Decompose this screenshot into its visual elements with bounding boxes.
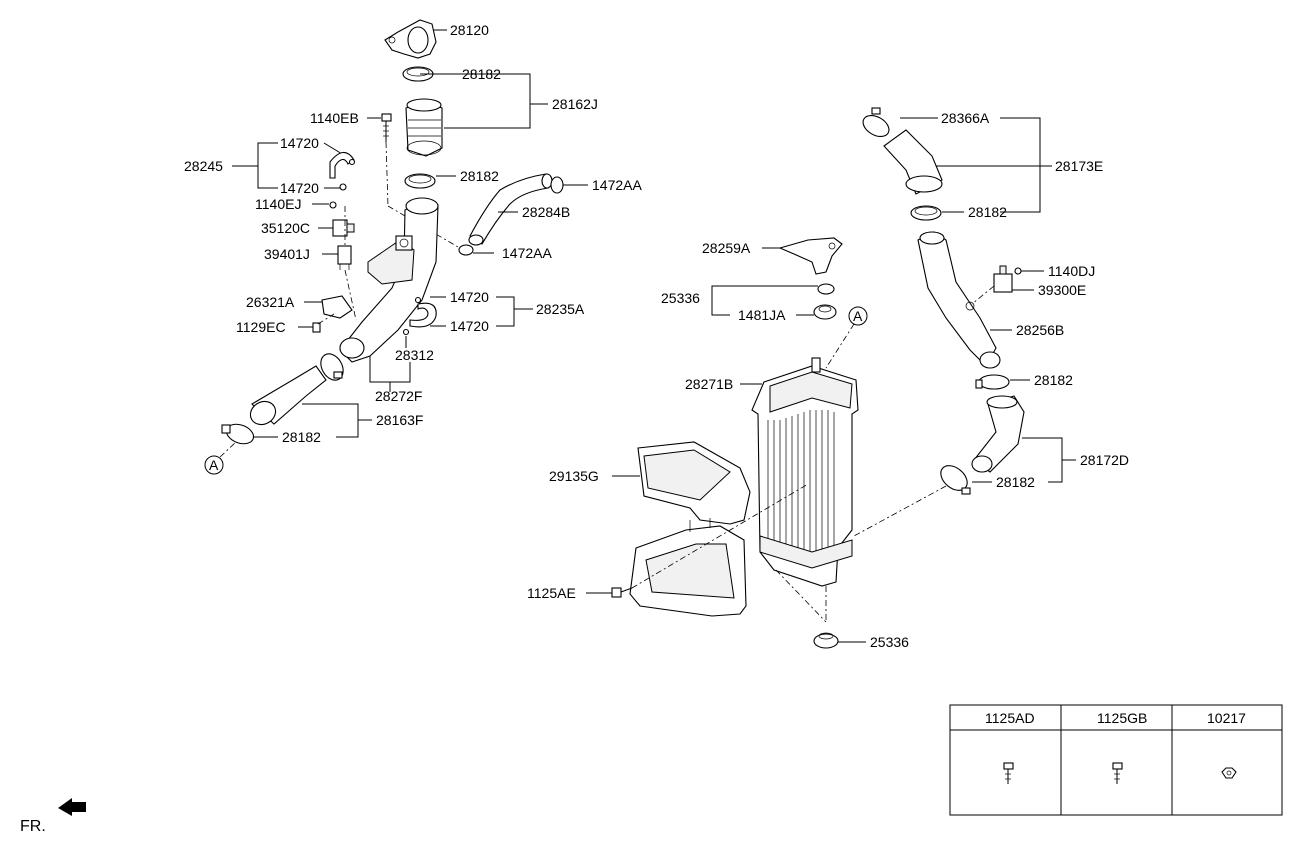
part-14720-small-hose[interactable] (329, 151, 356, 191)
front-direction-marker: FR. (20, 798, 86, 835)
part-1140EB-bolt[interactable] (381, 113, 392, 142)
ref-circle-A-left (204, 455, 224, 475)
label-28284B: 28284B (522, 204, 570, 220)
part-1140EJ-screw[interactable] (329, 201, 337, 209)
label-1140EJ: 1140EJ (255, 196, 301, 212)
label-1140EB: 1140EB (310, 110, 359, 126)
part-28366A-clamp[interactable] (859, 107, 892, 141)
ref-circle-A-right (848, 306, 868, 326)
label-35120C: 35120C (261, 220, 310, 236)
part-1129EC-bolt[interactable] (312, 322, 321, 333)
label-28245: 28245 (184, 158, 223, 174)
label-28173E: 28173E (1055, 158, 1103, 174)
legend-header-10217: 10217 (1207, 710, 1246, 726)
part-39300E-sensor[interactable] (993, 265, 1013, 293)
part-labels: 28120 28182 28162J 1140EB 14720 28245 14… (184, 22, 1129, 650)
part-25336-grommet-top[interactable] (817, 283, 835, 295)
label-28162J: 28162J (552, 96, 598, 112)
part-28312-hose[interactable] (402, 296, 437, 336)
label-28182-mid: 28182 (460, 168, 499, 184)
part-25336-grommet-bottom[interactable] (813, 632, 839, 649)
part-28284B-hose[interactable] (468, 173, 553, 246)
front-arrow-icon (58, 798, 86, 816)
label-1481JA: 1481JA (738, 307, 786, 323)
part-26321A-bracket[interactable] (321, 295, 353, 319)
front-marker-label: FR. (20, 818, 46, 835)
legend-table: 1125AD 1125GB 10217 (949, 704, 1283, 816)
label-39401J: 39401J (264, 246, 310, 262)
part-1481JA-cap[interactable] (813, 304, 837, 320)
part-28259A-bracket[interactable] (778, 237, 843, 275)
label-refA-left: A (209, 457, 219, 473)
label-1129EC: 1129EC (236, 319, 286, 335)
label-28172D: 28172D (1080, 452, 1129, 468)
part-28172D-hose[interactable] (971, 395, 1025, 473)
part-29135G-air-guide[interactable] (629, 441, 751, 617)
label-28182-right-top: 28182 (968, 204, 1007, 220)
label-28182-top: 28182 (462, 66, 501, 82)
part-28120-elbow[interactable] (384, 19, 437, 59)
part-28272F-intake-pipe[interactable] (339, 197, 439, 363)
label-28182-left: 28182 (282, 429, 321, 445)
part-28173E-hose[interactable] (883, 129, 943, 195)
part-35120C-sensor[interactable] (332, 219, 355, 237)
part-28182-clamp-left[interactable] (221, 421, 256, 447)
part-28256B-pipe[interactable] (917, 231, 1001, 369)
label-1140DJ: 1140DJ (1048, 263, 1095, 279)
part-28163F-hose[interactable] (246, 365, 327, 429)
legend-header-1125AD: 1125AD (985, 710, 1035, 726)
label-39300E: 39300E (1038, 282, 1086, 298)
part-28162J-hose[interactable] (405, 98, 443, 157)
label-28182-right-mid: 28182 (1034, 372, 1073, 388)
label-25336-top: 25336 (661, 290, 700, 306)
part-1472AA-clamp-a[interactable] (550, 176, 564, 194)
part-1140DJ-bolt[interactable] (1014, 267, 1022, 275)
label-25336-bottom: 25336 (870, 634, 909, 650)
nut-icon (1221, 767, 1237, 779)
legend-header-1125GB: 1125GB (1097, 710, 1147, 726)
label-28256B: 28256B (1016, 322, 1064, 338)
label-28120: 28120 (450, 22, 489, 38)
part-1472AA-clamp-b[interactable] (458, 244, 474, 256)
label-28271B: 28271B (685, 376, 733, 392)
label-28182-right-low: 28182 (996, 474, 1035, 490)
part-28182-clamp-right-top[interactable] (910, 205, 942, 221)
label-1125AE: 1125AE (527, 585, 576, 601)
label-29135G: 29135G (549, 468, 599, 484)
part-28182-clamp-right-mid[interactable] (975, 374, 1010, 390)
part-1125AE-bolt[interactable] (611, 587, 633, 598)
part-28182-clamp-low[interactable] (316, 350, 347, 384)
part-28182-clamp-mid[interactable] (404, 173, 436, 189)
label-14720-b: 14720 (280, 180, 319, 196)
label-28312: 28312 (395, 347, 434, 363)
part-39401J-sensor[interactable] (337, 245, 352, 270)
label-28259A: 28259A (702, 240, 751, 256)
label-14720-a: 14720 (280, 135, 319, 151)
bolt-icon (1003, 762, 1014, 784)
label-28366A: 28366A (941, 110, 990, 126)
label-28235A: 28235A (536, 301, 585, 317)
label-28163F: 28163F (376, 412, 423, 428)
label-14720-d: 14720 (450, 318, 489, 334)
bolt-icon (1112, 762, 1123, 784)
label-26321A: 26321A (246, 294, 295, 310)
label-1472AA-b: 1472AA (502, 245, 552, 261)
label-14720-c: 14720 (450, 289, 489, 305)
label-1472AA-a: 1472AA (592, 177, 642, 193)
label-refA-right: A (853, 308, 863, 324)
part-28271B-intercooler[interactable] (751, 357, 859, 587)
part-28182-clamp-right-low[interactable] (936, 461, 972, 496)
label-28272F: 28272F (375, 388, 422, 404)
